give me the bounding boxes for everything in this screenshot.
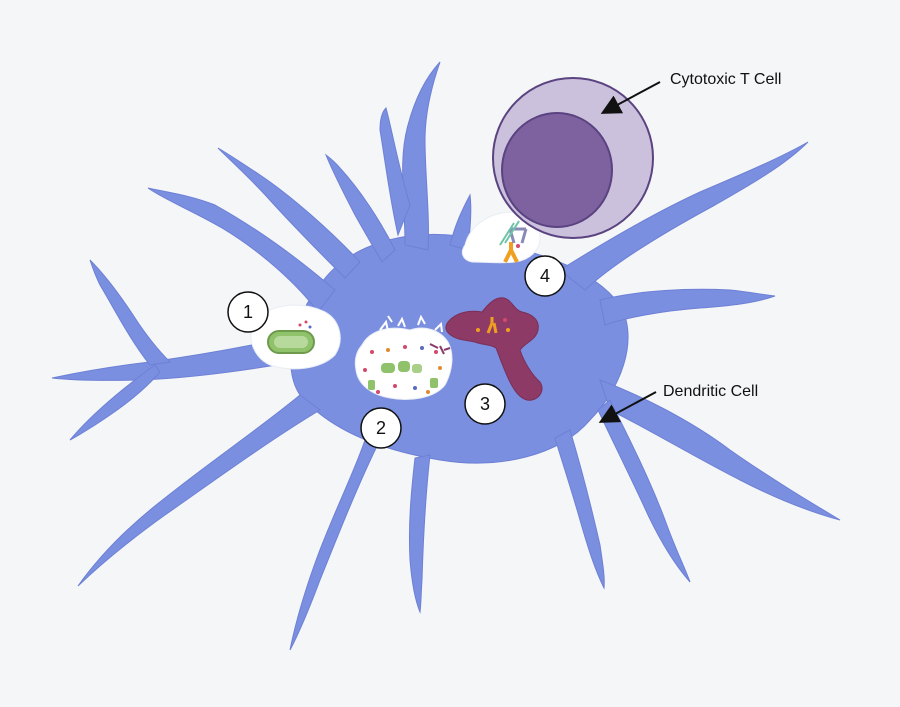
bacterium-inner (274, 336, 308, 348)
dendrite-right (599, 288, 776, 326)
surface-presentation (461, 211, 541, 264)
step-4-label: 4 (540, 266, 550, 286)
dendritic-cell-arrow (598, 391, 657, 423)
peptide-dot (426, 390, 430, 394)
membrane-indent (461, 211, 541, 264)
peptide-dot (363, 368, 367, 372)
step-marker-4: 4 (524, 255, 566, 297)
peptide-dot (438, 366, 442, 370)
dendritic-cell-label: Dendritic Cell (663, 383, 758, 400)
peptide-dot (370, 350, 374, 354)
dendrite-lower-left (77, 394, 321, 587)
antigen-dot (308, 325, 312, 329)
step-marker-1: 1 (227, 291, 269, 333)
antigen-dot (304, 320, 308, 324)
peptide-dot (516, 244, 520, 248)
lysosome-2 (354, 314, 453, 400)
peptide-bits (429, 343, 451, 355)
dendrite-left (51, 334, 306, 381)
peptide-dot (376, 390, 380, 394)
dendrite-upper-right (559, 141, 809, 291)
t-cell-label: Cytotoxic T Cell (670, 71, 781, 88)
peptide-dot (503, 318, 507, 322)
peptide-dot (476, 328, 480, 332)
peptide-dot (413, 386, 417, 390)
t-cell-nucleus (501, 112, 613, 228)
step-3-label: 3 (480, 394, 490, 414)
step-marker-2: 2 (360, 407, 402, 449)
step-2-label: 2 (376, 418, 386, 438)
dendrite-left-upper (89, 259, 172, 366)
mhc-on-surface (503, 242, 519, 263)
t-cell-arrow (600, 81, 661, 114)
peptide-dot (393, 384, 397, 388)
bacterium-fragment (412, 364, 422, 373)
dendrite-upper-left (147, 187, 336, 313)
dendrite-top (402, 61, 441, 251)
cytotoxic-t-cell (492, 77, 654, 239)
mhc-molecule (486, 317, 498, 334)
step-marker-3: 3 (464, 383, 506, 425)
antigen-dot (298, 323, 302, 327)
peptide-dot (506, 328, 510, 332)
bacterium-fragment (430, 378, 438, 388)
bacterium-fragment (368, 380, 375, 390)
dendrite-bottom-right (554, 429, 605, 590)
fragment-flare (379, 314, 443, 333)
bacterium-fragment (381, 363, 395, 373)
peptide-dot (403, 345, 407, 349)
peptide-dot (420, 346, 424, 350)
endoplasmic-reticulum (445, 297, 543, 401)
dendrite-left-lower (69, 364, 161, 441)
dendrite-lower-right-2 (597, 399, 691, 583)
tcr-receptor (508, 227, 528, 244)
peptide-dot (386, 348, 390, 352)
bacterium-fragment (398, 361, 410, 372)
er-organelle (445, 297, 543, 401)
dendrite-top-left (379, 107, 411, 237)
dendrite-upper (217, 147, 361, 279)
phagosome-1 (250, 304, 341, 370)
dendrite-bottom-left (289, 439, 381, 651)
dendrite-bottom (408, 454, 431, 614)
co-receptor (499, 220, 520, 246)
peptide-dot (434, 350, 438, 354)
dendrite-upper-middle (324, 153, 396, 263)
step-1-label: 1 (243, 302, 253, 322)
dendrite-lower-right (599, 379, 841, 521)
